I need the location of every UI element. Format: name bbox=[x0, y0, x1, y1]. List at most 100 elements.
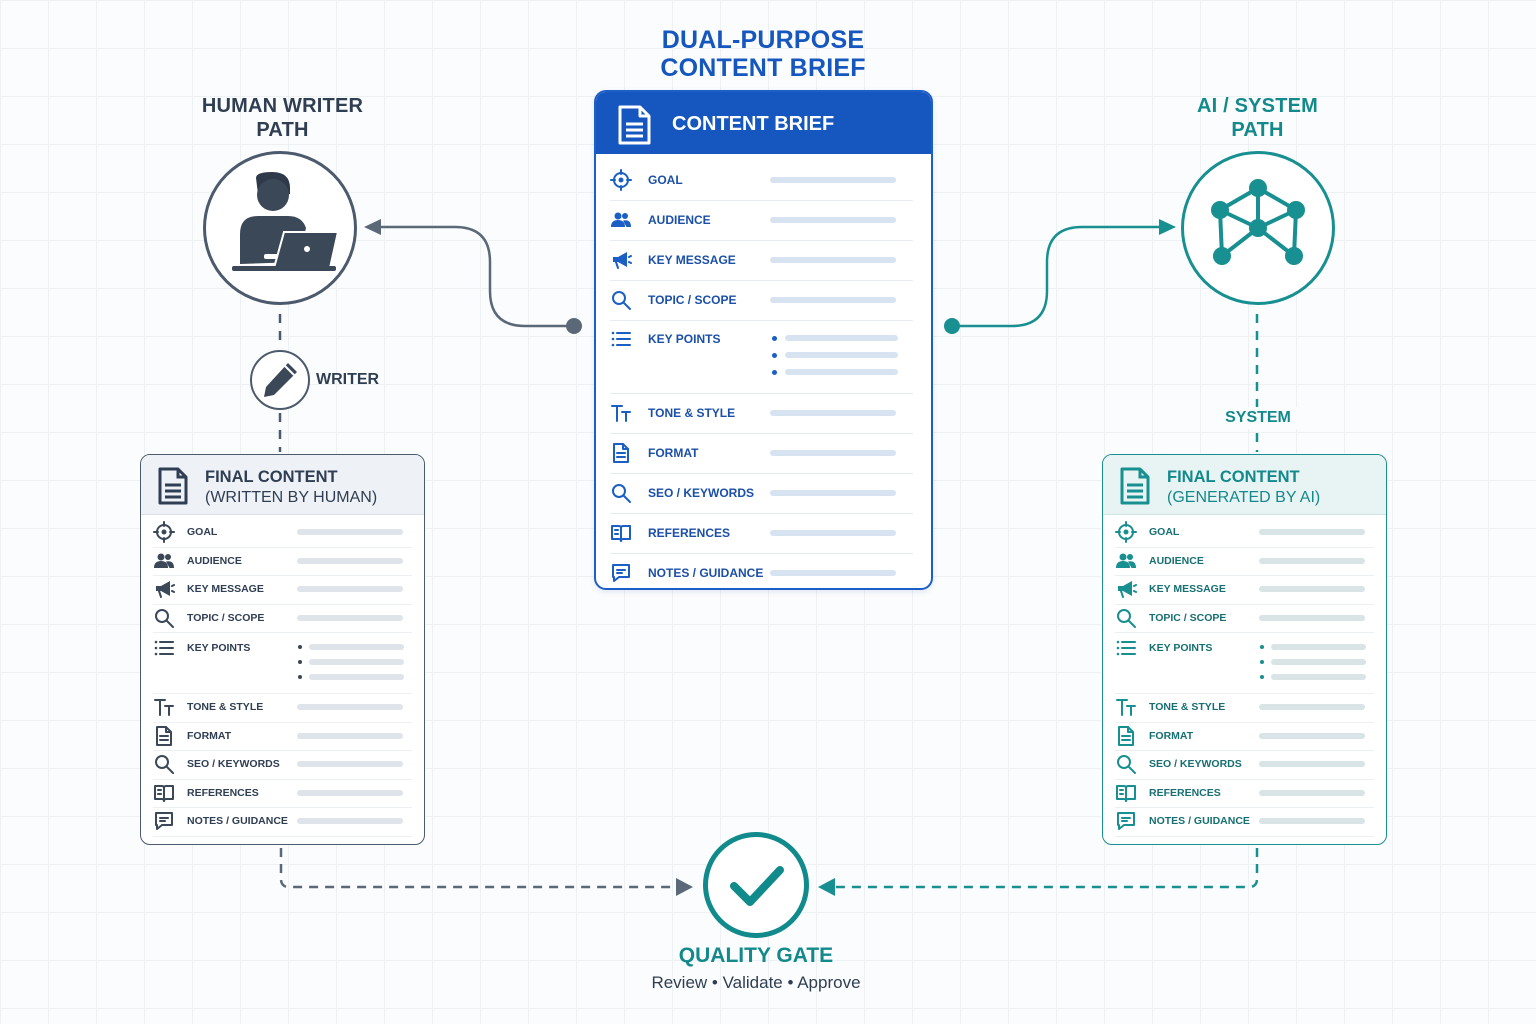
placeholder-line bbox=[309, 674, 404, 680]
field-row-topic-scope: TOPIC / SCOPE bbox=[610, 280, 913, 321]
field-row-references: REFERENCES bbox=[1115, 779, 1374, 808]
field-row-goal: GOAL bbox=[153, 518, 412, 548]
brief-to-human-connector bbox=[380, 225, 574, 328]
placeholder-line bbox=[297, 818, 403, 825]
field-label: KEY MESSAGE bbox=[1149, 583, 1226, 596]
placeholder-line bbox=[1259, 761, 1365, 768]
gate-left-arrowhead bbox=[676, 878, 693, 896]
book-icon bbox=[153, 782, 175, 804]
search-icon bbox=[1115, 753, 1137, 775]
field-label: GOAL bbox=[187, 526, 218, 539]
comment-icon bbox=[610, 562, 632, 584]
quality-gate-title: QUALITY GATE bbox=[678, 944, 834, 967]
human-to-gate-connector bbox=[279, 848, 676, 889]
placeholder-line bbox=[770, 297, 896, 303]
field-row-key-points: KEY POINTS bbox=[153, 632, 412, 694]
field-label: KEY MESSAGE bbox=[648, 253, 736, 267]
gate-right-arrowhead bbox=[818, 878, 835, 896]
document-icon bbox=[1115, 725, 1137, 747]
quality-gate-circle bbox=[703, 832, 809, 938]
field-label: AUDIENCE bbox=[648, 213, 711, 227]
human-arrowhead bbox=[364, 219, 381, 235]
field-label: KEY POINTS bbox=[1149, 642, 1213, 654]
placeholder-line bbox=[1259, 704, 1365, 711]
placeholder-line bbox=[770, 410, 896, 416]
search-icon bbox=[610, 482, 632, 504]
field-row-audience: AUDIENCE bbox=[610, 200, 913, 241]
field-row-references: REFERENCES bbox=[610, 513, 913, 554]
placeholder-line bbox=[1259, 818, 1365, 825]
list-icon bbox=[610, 328, 632, 350]
placeholder-line bbox=[770, 490, 896, 496]
human-path-title: HUMAN WRITER PATH bbox=[160, 94, 405, 142]
bullet-dot bbox=[772, 336, 777, 341]
field-row-key-points: KEY POINTS bbox=[1115, 632, 1374, 694]
field-label: GOAL bbox=[648, 173, 683, 187]
field-row-format: FORMAT bbox=[610, 433, 913, 474]
field-row-tone-style: TONE & STYLE bbox=[153, 693, 412, 723]
placeholder-line bbox=[297, 529, 403, 536]
field-label: FORMAT bbox=[187, 729, 232, 742]
text-size-icon bbox=[153, 696, 175, 718]
field-label: REFERENCES bbox=[1149, 786, 1221, 799]
target-icon bbox=[153, 521, 175, 544]
field-label: TOPIC / SCOPE bbox=[648, 293, 737, 307]
megaphone-icon bbox=[153, 578, 175, 600]
placeholder-line bbox=[1259, 732, 1365, 739]
field-label: NOTES / GUIDANCE bbox=[187, 815, 288, 828]
search-icon bbox=[153, 607, 175, 629]
ai-card-title: FINAL CONTENT bbox=[1167, 468, 1300, 486]
human-title-line1: HUMAN WRITER bbox=[201, 95, 364, 117]
ai-to-gate-connector bbox=[836, 848, 1259, 889]
field-row-key-points: KEY POINTS bbox=[610, 320, 913, 394]
placeholder-line bbox=[785, 369, 898, 375]
field-label: TONE & STYLE bbox=[187, 701, 264, 714]
field-row-key-message: KEY MESSAGE bbox=[610, 240, 913, 281]
placeholder-line bbox=[770, 177, 896, 183]
field-row-key-message: KEY MESSAGE bbox=[153, 575, 412, 605]
bullet-dot bbox=[298, 675, 302, 679]
field-label: KEY MESSAGE bbox=[187, 583, 264, 596]
placeholder-line bbox=[785, 352, 898, 358]
field-row-tone-style: TONE & STYLE bbox=[1115, 693, 1374, 723]
brief-right-connector-dot bbox=[944, 318, 960, 334]
megaphone-icon bbox=[610, 249, 632, 271]
field-row-audience: AUDIENCE bbox=[1115, 547, 1374, 576]
field-label: REFERENCES bbox=[648, 526, 731, 540]
placeholder-line bbox=[297, 732, 403, 739]
target-icon bbox=[1115, 521, 1137, 544]
field-label: SEO / KEYWORDS bbox=[648, 486, 755, 500]
field-label: SEO / KEYWORDS bbox=[187, 758, 280, 771]
ai-card-subtitle: (GENERATED BY AI) bbox=[1167, 489, 1321, 506]
field-label: TONE & STYLE bbox=[648, 406, 736, 420]
placeholder-line bbox=[785, 335, 898, 341]
field-label: TONE & STYLE bbox=[1149, 701, 1226, 714]
placeholder-line bbox=[1259, 614, 1365, 621]
placeholder-line bbox=[309, 659, 404, 665]
placeholder-line bbox=[1259, 529, 1365, 536]
field-label: KEY POINTS bbox=[648, 332, 721, 346]
quality-gate-subtitle: Review • Validate • Approve bbox=[651, 973, 861, 992]
comment-icon bbox=[153, 810, 175, 832]
field-label: FORMAT bbox=[648, 446, 699, 460]
placeholder-line bbox=[297, 761, 403, 768]
field-row-goal: GOAL bbox=[1115, 518, 1374, 548]
list-icon bbox=[153, 637, 175, 659]
checkmark-icon bbox=[730, 866, 784, 906]
field-row-seo-keywords: SEO / KEYWORDS bbox=[1115, 750, 1374, 780]
field-row-references: REFERENCES bbox=[153, 779, 412, 808]
field-label: SEO / KEYWORDS bbox=[1149, 758, 1242, 771]
field-row-seo-keywords: SEO / KEYWORDS bbox=[610, 473, 913, 514]
bullet-dot bbox=[1260, 675, 1264, 679]
system-label: SYSTEM bbox=[1212, 407, 1304, 429]
placeholder-line bbox=[297, 557, 403, 564]
placeholder-line bbox=[1271, 674, 1366, 680]
field-row-topic-scope: TOPIC / SCOPE bbox=[153, 604, 412, 633]
field-label: GOAL bbox=[1149, 526, 1180, 539]
placeholder-line bbox=[1271, 659, 1366, 665]
writer-label: WRITER bbox=[316, 371, 380, 388]
users-icon bbox=[610, 209, 632, 231]
field-row-audience: AUDIENCE bbox=[153, 547, 412, 576]
placeholder-line bbox=[770, 570, 896, 576]
